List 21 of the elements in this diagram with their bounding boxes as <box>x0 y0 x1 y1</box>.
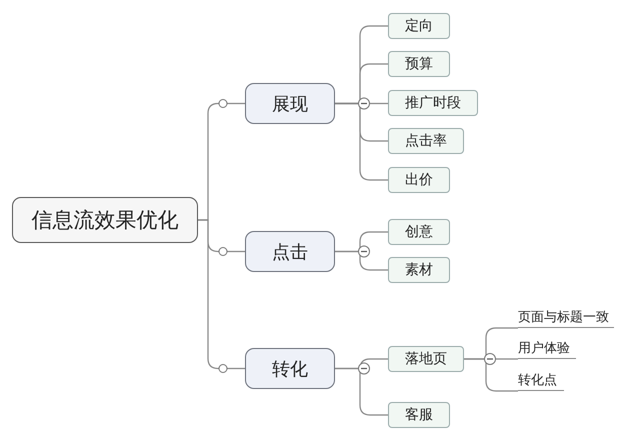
underlined-topic: 页面与标题一致 <box>518 308 614 328</box>
subtopic-box: 落地页 <box>388 346 464 372</box>
topic-box: 展现 <box>245 83 335 124</box>
subtopic-box: 定向 <box>388 13 450 39</box>
topic-box: 转化 <box>245 348 335 389</box>
subtopic-box: 客服 <box>388 402 450 428</box>
central-topic-box: 信息流效果优化 <box>12 197 198 243</box>
topic-box: 点击 <box>245 231 335 272</box>
subtopic-box: 素材 <box>388 257 450 283</box>
connector-line <box>198 219 245 370</box>
connector-line <box>335 250 388 271</box>
connector-line <box>335 368 388 416</box>
underlined-topic: 用户体验 <box>518 339 576 359</box>
connector-line <box>335 102 388 181</box>
connector-line <box>464 358 518 392</box>
subtopic-box: 预算 <box>388 51 450 77</box>
subtopic-box: 出价 <box>388 167 450 193</box>
underlined-topic: 转化点 <box>518 371 564 391</box>
subtopic-box: 创意 <box>388 219 450 245</box>
subtopic-box: 推广时段 <box>388 90 478 116</box>
subtopic-box: 点击率 <box>388 128 464 154</box>
